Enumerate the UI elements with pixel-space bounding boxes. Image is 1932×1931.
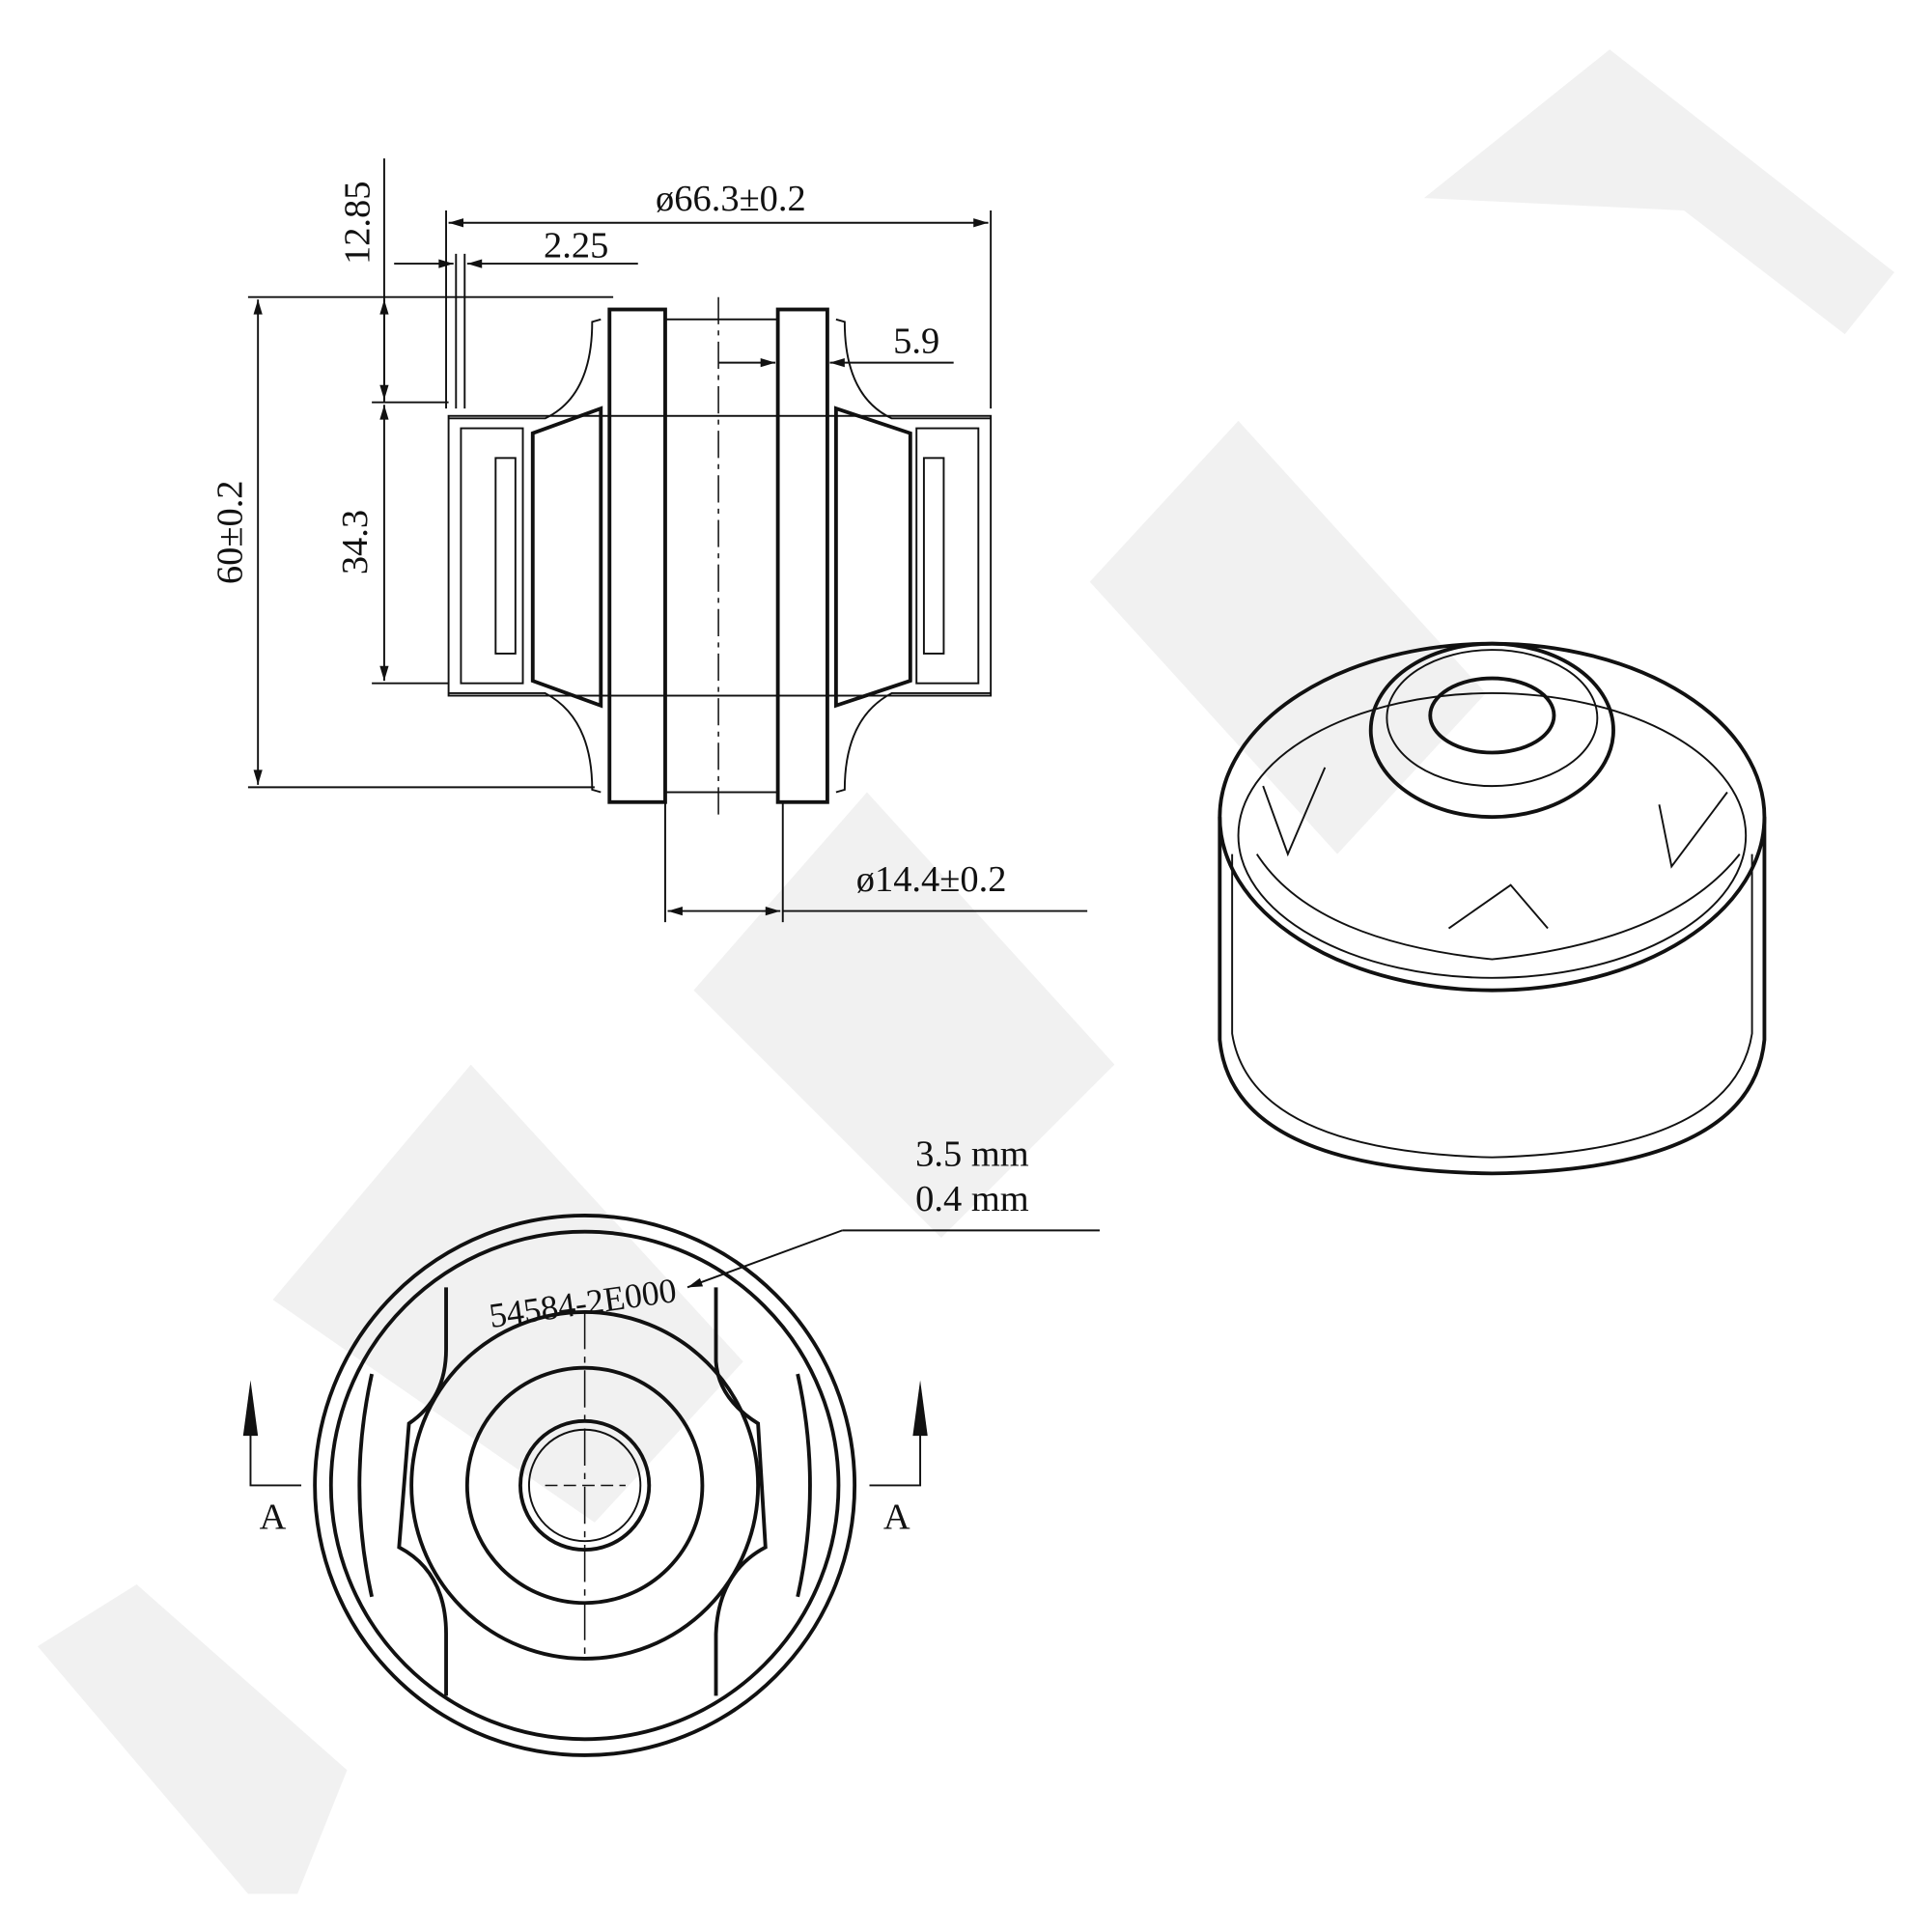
dim-offset: 12.85 xyxy=(338,182,378,266)
isometric-view xyxy=(1218,641,1767,1176)
section-arrow-right xyxy=(912,1380,928,1437)
dim-outer-length: 34.3 xyxy=(335,510,376,574)
dim-wall: 2.25 xyxy=(544,226,608,266)
text-height-note: 3.5 mm xyxy=(915,1134,1029,1175)
section-label-left: A xyxy=(260,1497,287,1537)
section-arrow-left xyxy=(242,1380,259,1437)
section-label-right: A xyxy=(883,1497,910,1537)
dim-bore: ø14.4±0.2 xyxy=(856,859,1007,900)
dim-total-length: 60±0.2 xyxy=(210,480,251,584)
dim-inner-wall: 5.9 xyxy=(893,321,939,361)
watermark-logo xyxy=(37,49,1895,1894)
text-depth-note: 0.4 mm xyxy=(915,1179,1029,1219)
section-view: ø66.3±0.2 2.25 60±0.2 12.85 34.3 5.9 ø14… xyxy=(210,158,1088,923)
dim-outer-diameter: ø66.3±0.2 xyxy=(656,179,806,219)
